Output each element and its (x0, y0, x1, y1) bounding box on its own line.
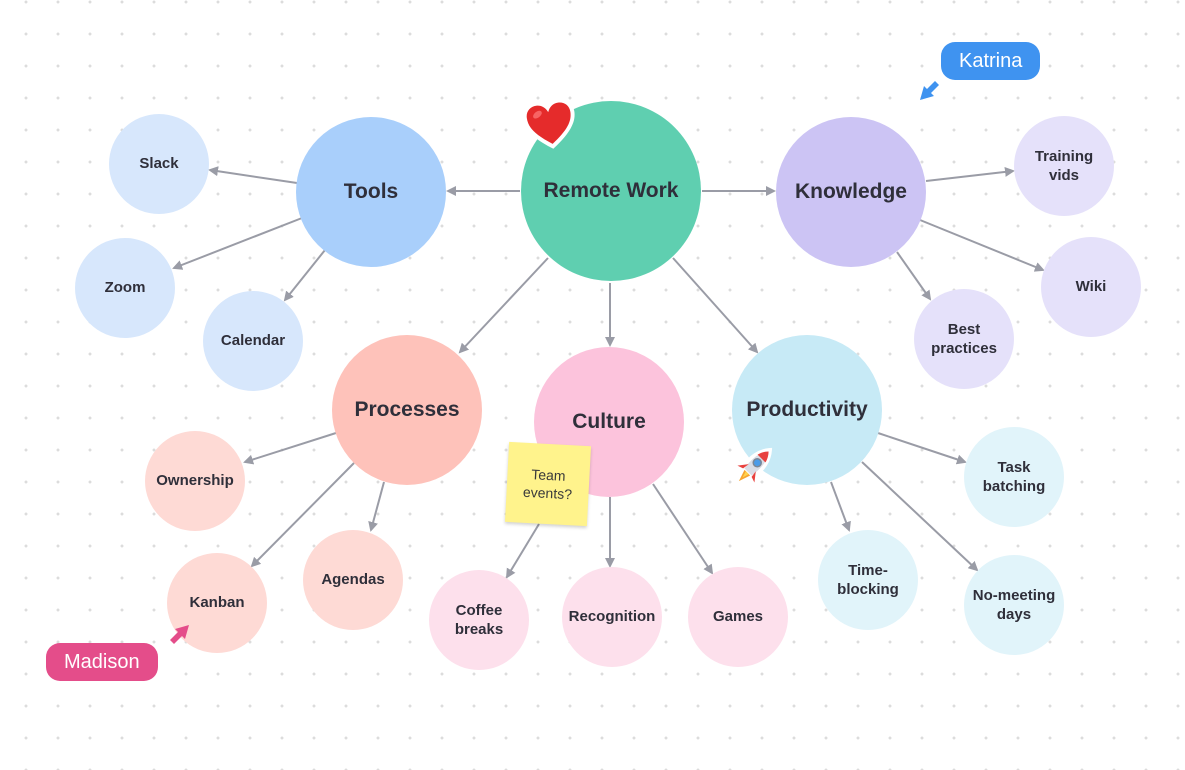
edge-productivity-to-no-meeting-days (861, 461, 979, 572)
node-no-meeting-days-label: No-meeting days (972, 586, 1056, 624)
node-games[interactable]: Games (688, 567, 788, 667)
edge-remote-work-to-productivity (672, 257, 759, 354)
node-recognition-label: Recognition (568, 608, 656, 626)
edge-tools-to-zoom (172, 217, 303, 270)
node-no-meeting-days[interactable]: No-meeting days (964, 555, 1064, 655)
edge-culture-to-games (652, 483, 714, 575)
node-slack-label: Slack (139, 155, 179, 173)
edge-tools-to-slack (208, 166, 298, 184)
node-processes[interactable]: Processes (332, 335, 482, 485)
node-productivity[interactable]: Productivity (732, 335, 882, 485)
cursor-name-katrina: Katrina (959, 49, 1023, 72)
edge-knowledge-to-wiki (919, 219, 1045, 272)
node-coffee-breaks[interactable]: Coffee breaks (429, 570, 529, 670)
node-knowledge-label: Knowledge (794, 180, 907, 204)
node-time-blocking-label: Time- blocking (837, 561, 899, 599)
node-slack[interactable]: Slack (109, 114, 209, 214)
sticky-note[interactable]: Team events? (504, 441, 592, 527)
cursor-label-madison: Madison (46, 643, 158, 681)
node-knowledge[interactable]: Knowledge (776, 117, 926, 267)
cursor-arrow-icon (920, 81, 939, 100)
node-tools[interactable]: Tools (296, 117, 446, 267)
node-wiki-label: Wiki (1075, 278, 1107, 296)
node-ownership-label: Ownership (156, 472, 234, 490)
node-zoom-label: Zoom (104, 279, 146, 297)
node-recognition[interactable]: Recognition (562, 567, 662, 667)
node-task-batching-label: Task batching (982, 458, 1046, 496)
node-zoom[interactable]: Zoom (75, 238, 175, 338)
edge-remote-work-to-processes (458, 257, 549, 354)
node-training-vids[interactable]: Training vids (1014, 116, 1114, 216)
node-best-practices-label: Best practices (931, 320, 997, 358)
node-calendar-label: Calendar (220, 332, 286, 350)
node-processes-label: Processes (354, 398, 460, 422)
node-tools-label: Tools (343, 180, 399, 204)
heart-icon (522, 98, 575, 149)
node-training-vids-label: Training vids (1034, 147, 1094, 185)
node-games-label: Games (712, 608, 764, 626)
node-calendar[interactable]: Calendar (203, 291, 303, 391)
edge-knowledge-to-training-vids (925, 166, 1015, 182)
node-remote-work-label: Remote Work (543, 179, 679, 203)
node-agendas-label: Agendas (321, 571, 385, 589)
node-agendas[interactable]: Agendas (303, 530, 403, 630)
node-productivity-label: Productivity (746, 398, 868, 422)
cursor-arrow-icon (170, 625, 189, 644)
node-time-blocking[interactable]: Time- blocking (818, 530, 918, 630)
node-task-batching[interactable]: Task batching (964, 427, 1064, 527)
node-coffee-breaks-label: Coffee breaks (454, 601, 504, 639)
node-ownership[interactable]: Ownership (145, 431, 245, 531)
cursor-label-katrina: Katrina (941, 42, 1041, 80)
edge-tools-to-calendar (283, 249, 326, 302)
cursor-name-madison: Madison (64, 650, 140, 673)
edge-productivity-to-time-blocking (830, 481, 851, 532)
node-wiki[interactable]: Wiki (1041, 237, 1141, 337)
edge-knowledge-to-best-practices (896, 251, 932, 301)
edge-productivity-to-task-batching (877, 432, 967, 465)
rocket-icon (737, 447, 773, 483)
edge-culture-to-coffee-breaks (505, 523, 540, 579)
node-culture-label: Culture (572, 410, 646, 434)
edge-processes-to-agendas (368, 481, 385, 532)
edge-processes-to-ownership (243, 432, 337, 465)
node-best-practices[interactable]: Best practices (914, 289, 1014, 389)
node-kanban-label: Kanban (189, 594, 245, 612)
edge-processes-to-kanban (250, 462, 355, 568)
sticky-note-text: Team events? (522, 465, 573, 503)
